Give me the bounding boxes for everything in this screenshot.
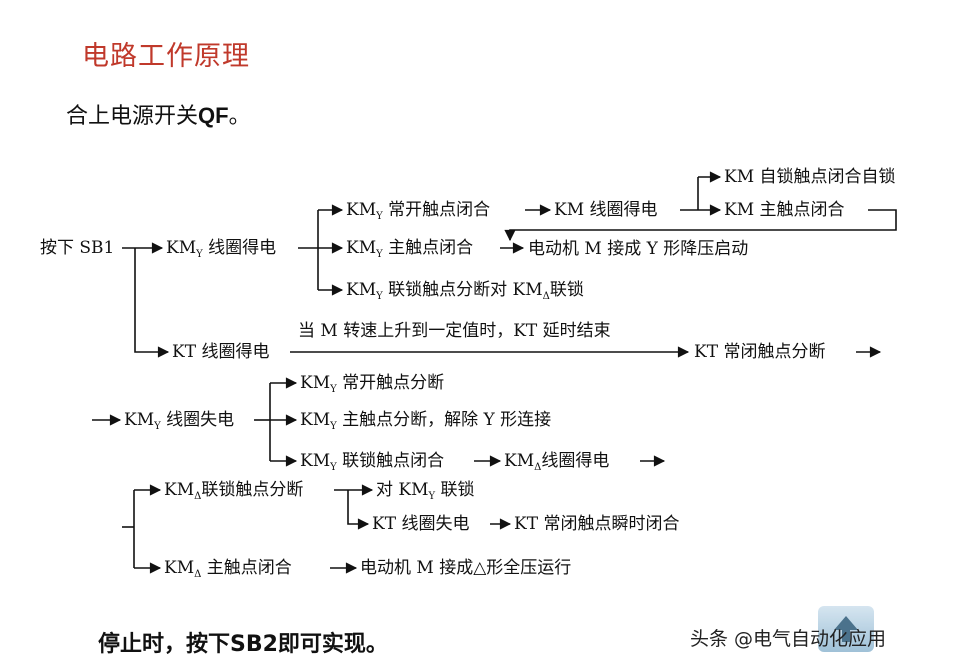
node-motor-delta-run: 电动机 M 接成△形全压运行 xyxy=(360,558,572,578)
node-km-main-close: KM 主触点闭合 xyxy=(724,200,845,220)
node-kmy-interlock-open: KMY 联锁触点分断对 KMΔ联锁 xyxy=(346,280,584,302)
node-motor-y-start: 电动机 M 接成 Y 形降压启动 xyxy=(528,239,749,259)
intro-bold: QF xyxy=(198,103,229,128)
node-kmy-no-close: KMY 常开触点闭合 xyxy=(346,200,491,222)
node-interlock-kmy: 对 KMY 联锁 xyxy=(376,480,475,502)
page-title: 电路工作原理 xyxy=(82,41,250,72)
node-press-sb1: 按下 SB1 xyxy=(40,238,115,258)
watermark: 头条 @电气自动化应用 xyxy=(690,628,887,650)
node-kmy-interlock-close: KMY 联锁触点闭合 xyxy=(300,451,445,473)
node-kmy-energized: KMY 线圈得电 xyxy=(166,238,277,260)
node-kmd-main-close: KMΔ 主触点闭合 xyxy=(164,558,292,580)
node-kt-deenergized: KT 线圈失电 xyxy=(372,514,470,534)
scroll-top-button[interactable] xyxy=(818,606,874,652)
node-kmd-energized: KMΔ线圈得电 xyxy=(504,451,610,473)
node-kmy-no-open: KMY 常开触点分断 xyxy=(300,373,445,395)
node-kmy-deenergized: KMY 线圈失电 xyxy=(124,410,235,432)
node-kmy-main-close: KMY 主触点闭合 xyxy=(346,238,474,260)
node-km-energized: KM 线圈得电 xyxy=(554,200,658,220)
node-kmd-interlock-open: KMΔ联锁触点分断 xyxy=(164,480,304,502)
intro-prefix: 合上电源开关 xyxy=(66,104,199,129)
node-speed-condition: 当 M 转速上升到一定值时，KT 延时结束 xyxy=(298,321,611,341)
node-kt-nc-instant-close: KT 常闭触点瞬时闭合 xyxy=(514,514,680,534)
arrow-km-main-to-motor xyxy=(504,209,897,242)
node-km-self-lock: KM 自锁触点闭合自锁 xyxy=(724,167,896,187)
arrow-up-icon xyxy=(834,616,858,642)
node-kt-energized: KT 线圈得电 xyxy=(172,342,270,362)
intro-suffix: 。 xyxy=(228,104,251,129)
footer-text: 停止时，按下SB2即可实现。 xyxy=(98,632,388,657)
node-kmy-main-open: KMY 主触点分断，解除 Y 形连接 xyxy=(300,410,552,432)
intro-text: 合上电源开关QF。 xyxy=(66,98,251,130)
arrow-to-kt-deenergized xyxy=(347,490,370,530)
node-kt-nc-open: KT 常闭触点分断 xyxy=(694,342,826,362)
arrow-sb1-kt xyxy=(134,248,170,358)
